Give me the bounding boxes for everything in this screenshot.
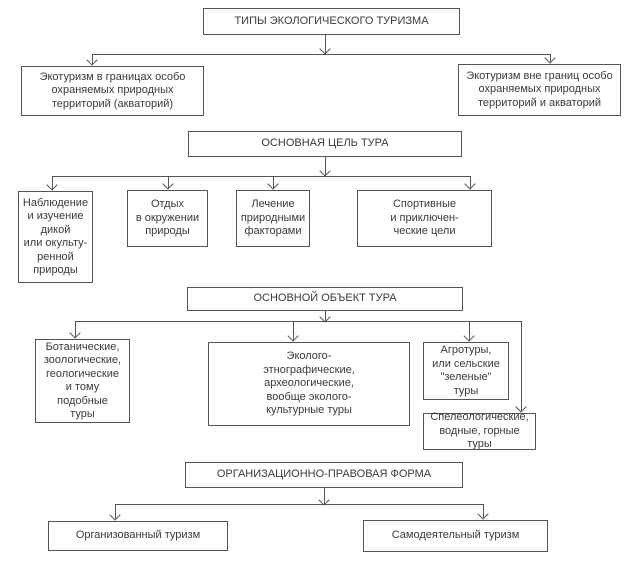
connector bbox=[92, 54, 551, 55]
node-tour-object: ОСНОВНОЙ ОБЪЕКТ ТУРА bbox=[187, 287, 463, 311]
connector bbox=[324, 488, 325, 504]
node-ecocultural: Эколого- этнографические, археологически… bbox=[208, 342, 410, 426]
arrowhead-down bbox=[267, 178, 279, 190]
connector bbox=[75, 321, 522, 322]
arrowhead-down bbox=[319, 165, 331, 177]
connector bbox=[470, 176, 471, 188]
connector bbox=[273, 176, 274, 188]
connector bbox=[469, 321, 470, 340]
node-rest: Отдых в окружении природы bbox=[127, 190, 208, 247]
connector bbox=[325, 311, 326, 321]
node-sport: Спортивные и приключен- ческие цели bbox=[357, 190, 492, 247]
arrowhead-down bbox=[287, 330, 299, 342]
connector bbox=[521, 321, 522, 411]
connector bbox=[115, 504, 484, 505]
connector bbox=[52, 176, 53, 189]
node-amateur-tourism: Самодеятельный туризм bbox=[363, 520, 548, 552]
connector bbox=[483, 504, 484, 518]
node-speleo: Спелеологические, водные, горные туры bbox=[423, 411, 536, 450]
connector bbox=[325, 35, 326, 54]
connector bbox=[293, 321, 294, 340]
arrowhead-down bbox=[477, 508, 489, 520]
arrowhead-down bbox=[319, 43, 331, 55]
arrowhead-down bbox=[69, 327, 81, 339]
node-legal-form: ОРГАНИЗАЦИОННО-ПРАВОВАЯ ФОРМА bbox=[185, 462, 463, 488]
arrowhead-down bbox=[86, 54, 98, 66]
arrowhead-down bbox=[109, 509, 121, 521]
node-observation: Наблюдение и изучение дикой или окульту-… bbox=[18, 191, 93, 283]
arrowhead-down bbox=[46, 179, 58, 191]
arrowhead-down bbox=[464, 178, 476, 190]
node-tour-goal: ОСНОВНАЯ ЦЕЛЬ ТУРА bbox=[188, 131, 462, 157]
node-organized-tourism: Организованный туризм bbox=[48, 521, 228, 551]
connector bbox=[75, 321, 76, 337]
node-title: ТИПЫ ЭКОЛОГИЧЕСКОГО ТУРИЗМА bbox=[203, 8, 460, 35]
connector bbox=[325, 157, 326, 176]
connector bbox=[550, 54, 551, 62]
node-ecotourism-within: Экотуризм в границах особо охраняемых пр… bbox=[21, 66, 204, 116]
arrowhead-down bbox=[162, 178, 174, 190]
connector bbox=[115, 504, 116, 519]
node-agro: Агротуры, или сельские "зеленые" туры bbox=[423, 342, 509, 400]
node-botanical: Ботанические, зоологические, геологическ… bbox=[35, 339, 130, 423]
node-ecotourism-outside: Экотуризм вне границ особо охраняемых пр… bbox=[458, 64, 621, 116]
connector bbox=[168, 176, 169, 188]
node-treatment: Лечение природными факторами bbox=[236, 190, 310, 247]
arrowhead-down bbox=[463, 330, 475, 342]
connector bbox=[92, 54, 93, 64]
connector bbox=[52, 176, 471, 177]
